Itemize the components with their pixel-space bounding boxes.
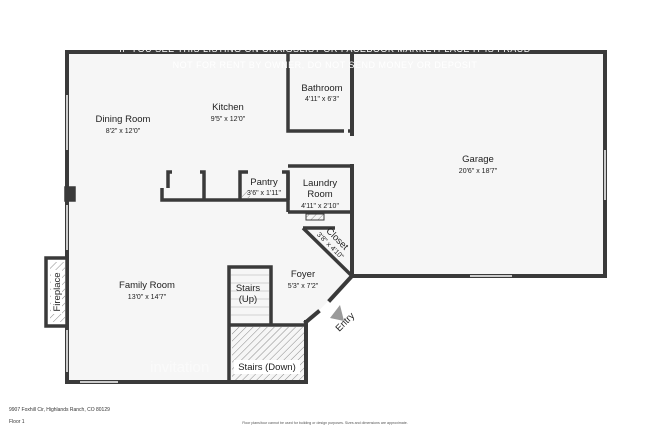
stairs-up-label-line1: Stairs <box>236 283 261 294</box>
entry-arrow-icon <box>330 305 344 321</box>
kitchen-dims: 9'5" x 12'0" <box>211 116 246 123</box>
stairs-up-label-line2: (Up) <box>239 294 257 305</box>
windows <box>66 95 606 383</box>
watermark-logo: invitation <box>150 359 209 376</box>
family-room-dims: 13'0" x 14'7" <box>128 294 167 301</box>
fireplace-label-group: Fireplace <box>51 270 63 314</box>
pantry-dims: 3'6" x 1'11" <box>247 190 281 197</box>
fireplace-label: Fireplace <box>52 272 63 311</box>
laundry-dims: 4'11" x 2'10" <box>301 203 339 210</box>
floor-label: Floor 1 <box>9 419 25 425</box>
watermark-line-1: IF YOU SEE THIS LISTING ON CRAIGSLIST OR… <box>119 44 530 54</box>
address-text: 9907 Foxhill Cir, Highlands Ranch, CO 80… <box>9 407 110 413</box>
floor-fill <box>67 53 605 382</box>
kitchen-label: Kitchen <box>212 102 244 113</box>
disclaimer-text: Floor plans/tour cannot be used for buil… <box>242 421 408 425</box>
bathroom-label: Bathroom <box>301 83 342 94</box>
laundry-label-line1: Laundry <box>303 178 338 189</box>
pantry-label: Pantry <box>250 177 278 188</box>
garage-dims: 20'6" x 18'7" <box>459 168 498 175</box>
foyer-label: Foyer <box>291 269 315 280</box>
dining-room-label: Dining Room <box>96 114 151 125</box>
laundry-label-line2: Room <box>307 189 332 200</box>
dining-room-dims: 8'2" x 12'0" <box>106 128 141 135</box>
family-room-label: Family Room <box>119 280 175 291</box>
garage-label: Garage <box>462 154 494 165</box>
bathroom-walls <box>286 52 352 133</box>
stair-treads <box>231 274 269 316</box>
stairs-down-label: Stairs (Down) <box>238 362 296 373</box>
foyer-dims: 5'3" x 7'2" <box>288 283 319 290</box>
bathroom-dims: 4'11" x 6'3" <box>305 96 339 103</box>
watermark-line-2: NOT FOR RENT BY OWNER, DO NOT SEND MONEY… <box>173 60 478 70</box>
stairs-down-label-bg <box>234 360 300 374</box>
